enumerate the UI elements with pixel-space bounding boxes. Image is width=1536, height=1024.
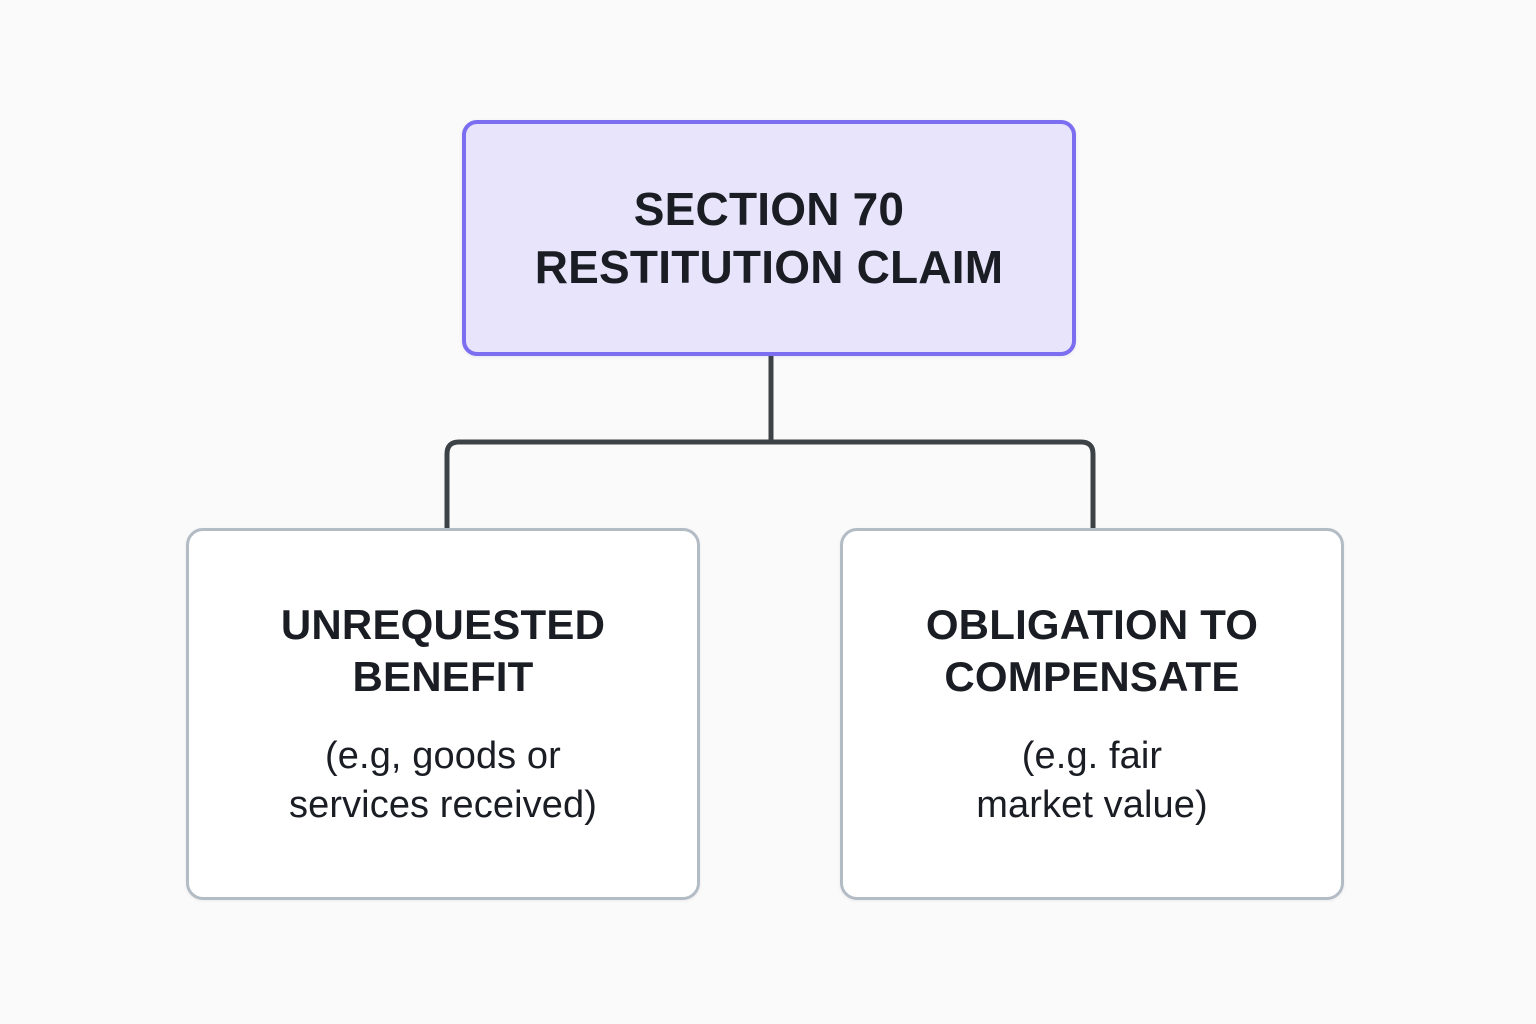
node-title-line-2: COMPENSATE — [944, 653, 1240, 701]
node-title-line-1: UNREQUESTED — [280, 600, 606, 648]
node-title-line-2: RESTITUTION CLAIM — [534, 241, 1004, 293]
node-section-70-restitution-claim[interactable]: SECTION 70 RESTITUTION CLAIM — [462, 120, 1076, 356]
node-subtitle-line-2: services received) — [288, 783, 597, 826]
node-subtitle: (e.g, goods or services received) — [289, 732, 597, 829]
connector-to-obligation-to-compensate — [771, 439, 1096, 530]
node-subtitle-line-2: market value) — [976, 783, 1208, 826]
node-title-line-1: SECTION 70 — [633, 182, 905, 235]
node-title: SECTION 70 RESTITUTION CLAIM — [535, 180, 1003, 297]
node-title: OBLIGATION TO COMPENSATE — [926, 599, 1258, 704]
node-subtitle: (e.g. fair market value) — [976, 732, 1208, 829]
node-title-line-1: OBLIGATION TO — [925, 600, 1259, 648]
node-unrequested-benefit[interactable]: UNREQUESTED BENEFIT (e.g, goods or servi… — [186, 528, 700, 900]
node-title: UNREQUESTED BENEFIT — [281, 599, 605, 704]
node-subtitle-line-1: (e.g, goods or — [325, 734, 561, 777]
node-obligation-to-compensate[interactable]: OBLIGATION TO COMPENSATE (e.g. fair mark… — [840, 528, 1344, 900]
connector-to-unrequested-benefit — [444, 439, 771, 530]
node-title-line-2: BENEFIT — [352, 653, 534, 701]
node-subtitle-line-1: (e.g. fair — [1021, 734, 1163, 777]
